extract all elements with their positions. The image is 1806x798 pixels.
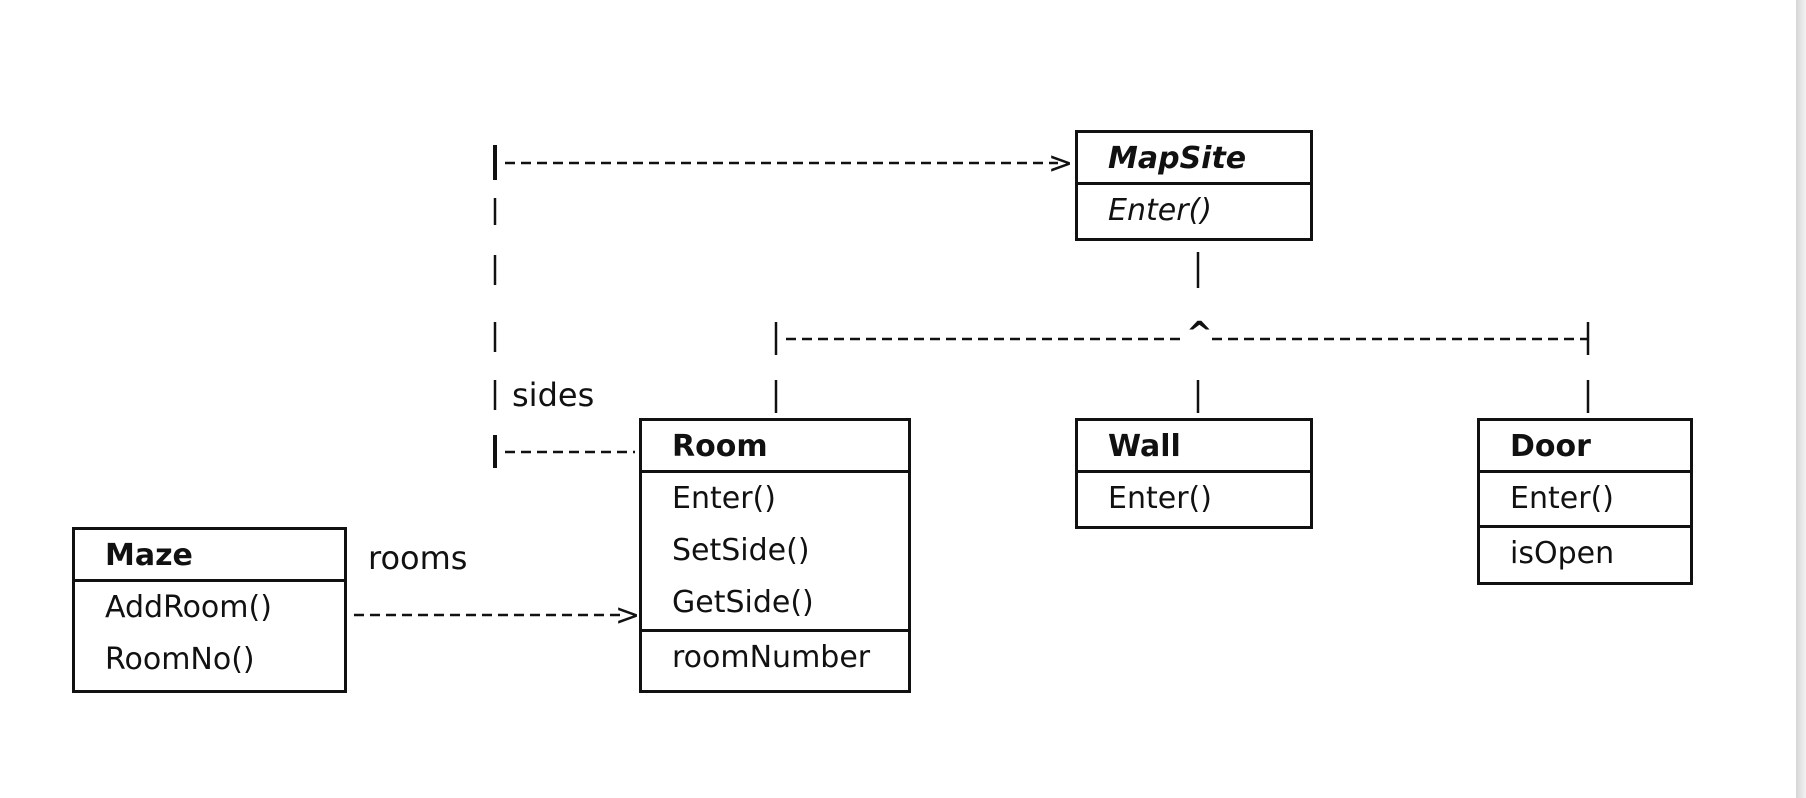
method: AddRoom() <box>105 590 272 625</box>
class-name: MapSite <box>1078 133 1310 185</box>
method: Enter() <box>1108 193 1212 228</box>
rooms-arrow-head: > <box>615 598 640 633</box>
method: RoomNo() <box>105 642 255 677</box>
class-name: Door <box>1480 421 1690 473</box>
class-wall: Wall Enter() <box>1075 418 1313 529</box>
class-mapsite: MapSite Enter() <box>1075 130 1313 241</box>
class-door: Door Enter() isOpen <box>1477 418 1693 585</box>
class-maze: Maze AddRoom() RoomNo() <box>72 527 347 693</box>
rooms-label: rooms <box>368 539 468 577</box>
class-room: Room Enter() SetSide() GetSide() roomNum… <box>639 418 911 693</box>
method: Enter() <box>1510 481 1614 516</box>
class-name: Wall <box>1078 421 1310 473</box>
method: SetSide() <box>672 533 810 568</box>
method: GetSide() <box>672 585 814 620</box>
attribute: roomNumber <box>642 629 908 684</box>
window-edge <box>1796 0 1806 798</box>
method: Enter() <box>672 481 776 516</box>
sides-arrow-head: > <box>1048 146 1073 181</box>
inheritance-connector <box>774 252 1590 413</box>
class-name: Maze <box>75 530 344 582</box>
sides-connector <box>493 145 1058 468</box>
attribute: isOpen <box>1480 525 1690 580</box>
class-name: Room <box>642 421 908 473</box>
sides-label: sides <box>512 376 595 414</box>
method: Enter() <box>1108 481 1212 516</box>
inheritance-caret: ^ <box>1186 314 1213 352</box>
